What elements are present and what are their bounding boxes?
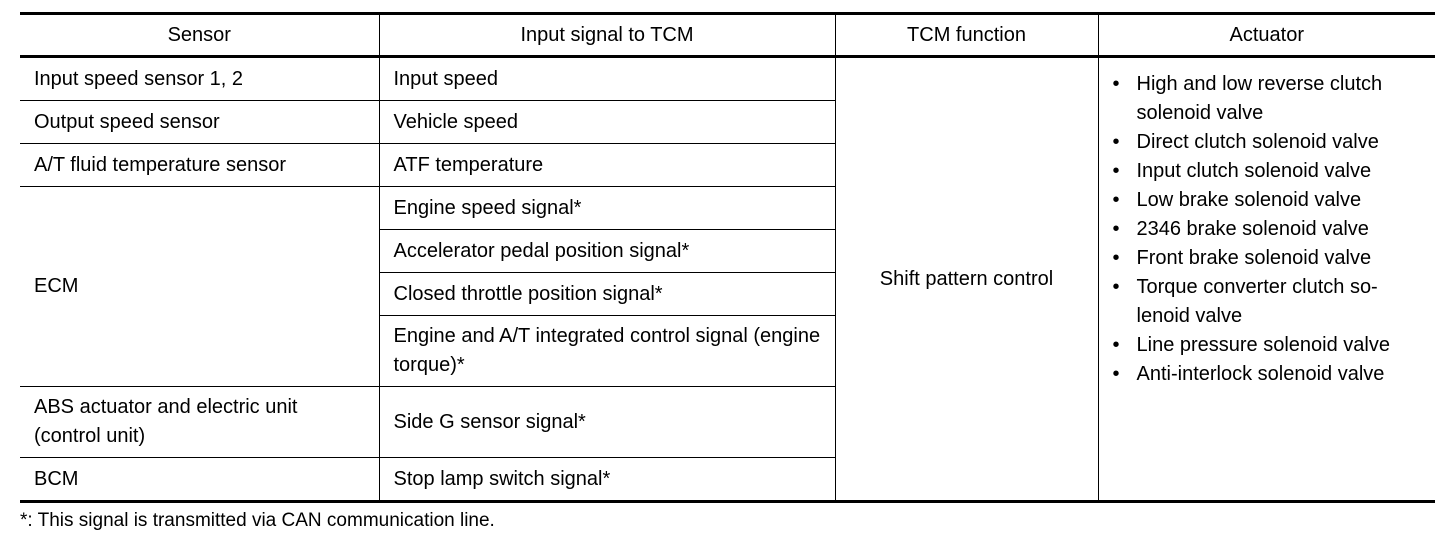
bullet-icon: • <box>1112 73 1120 95</box>
actuator-label: Front brake solenoid valve <box>1136 247 1372 269</box>
bullet-icon: • <box>1112 247 1120 269</box>
bullet-icon: • <box>1112 218 1120 240</box>
sensor-cell: Input speed sensor 1, 2 <box>20 56 380 101</box>
signal-cell: Accelerator pedal position signal* <box>379 229 835 273</box>
header-input-signal: Input signal to TCM <box>378 13 836 58</box>
sensor-cell: Output speed sensor <box>20 100 380 144</box>
actuator-cell: • High and low reverse clutch solenoid va… <box>1097 56 1435 502</box>
actuator-label: Low brake solenoid valve <box>1136 189 1362 211</box>
actuator-list: • High and low reverse clutch solenoid va… <box>1111 70 1426 389</box>
bullet-icon: • <box>1112 189 1120 211</box>
header-actuator: Actuator <box>1097 13 1435 58</box>
list-item: • Line pressure solenoid valve <box>1111 331 1426 360</box>
sensor-signal-table: Sensor Input signal to TCM TCM function … <box>20 12 1435 503</box>
actuator-label: Torque converter clutch so-lenoid valve <box>1136 276 1378 327</box>
signal-cell: Closed throttle position signal* <box>379 272 835 316</box>
list-item: • High and low reverse clutch solenoid va… <box>1111 70 1426 128</box>
list-item: • Direct clutch solenoid valve <box>1111 128 1426 157</box>
signal-cell: Input speed <box>378 56 836 101</box>
table-header-row: Sensor Input signal to TCM TCM function … <box>20 13 1435 58</box>
table-row: Input speed sensor 1, 2 Input speed Shif… <box>20 56 1435 502</box>
signal-cell: Vehicle speed <box>378 100 835 144</box>
list-item: • Input clutch solenoid valve <box>1111 157 1426 186</box>
header-sensor: Sensor <box>20 13 380 58</box>
table-row: BCM Stop lamp switch signal* <box>20 457 1435 502</box>
sensor-cell: A/T fluid temperature sensor <box>20 143 380 187</box>
header-tcm-function: TCM function <box>834 13 1099 58</box>
actuator-label: Direct clutch solenoid valve <box>1136 131 1379 153</box>
table-row: Closed throttle position signal* <box>20 272 1435 316</box>
table-row: Accelerator pedal position signal* <box>20 229 1435 273</box>
table-row: Output speed sensor Vehicle speed <box>20 100 1435 144</box>
actuator-label: High and low reverse clutch solenoid val… <box>1136 73 1383 124</box>
sensor-cell: ECM <box>20 186 380 387</box>
list-item: • Low brake solenoid valve <box>1111 186 1426 215</box>
actuator-label: Input clutch solenoid valve <box>1136 160 1372 182</box>
bullet-icon: • <box>1112 160 1120 182</box>
sensor-cell: BCM <box>20 457 380 502</box>
footnote: *: This signal is transmitted via CAN co… <box>20 510 495 531</box>
signal-cell: Engine and A/T integrated control signal… <box>379 315 835 387</box>
signal-cell: Stop lamp switch signal* <box>378 457 835 502</box>
list-item: • 2346 brake solenoid valve <box>1111 215 1426 244</box>
signal-cell: Engine speed signal* <box>378 186 835 230</box>
tcm-function-cell: Shift pattern control <box>834 56 1099 502</box>
signal-cell: Side G sensor signal* <box>378 386 835 458</box>
bullet-icon: • <box>1112 363 1120 385</box>
signal-cell: ATF temperature <box>378 143 835 187</box>
actuator-label: Line pressure solenoid valve <box>1136 334 1391 356</box>
actuator-label: Anti-interlock solenoid valve <box>1136 363 1385 385</box>
bullet-icon: • <box>1112 131 1120 153</box>
list-item: • Torque converter clutch so-lenoid valve <box>1111 273 1426 331</box>
table-row: Engine and A/T integrated control signal… <box>20 315 1435 387</box>
sensor-cell: ABS actuator and electric unit (control … <box>20 386 380 458</box>
actuator-label: 2346 brake solenoid valve <box>1136 218 1369 240</box>
bullet-icon: • <box>1112 334 1120 356</box>
list-item: • Anti-interlock solenoid valve <box>1111 360 1426 389</box>
table-row: ECM Engine speed signal* <box>20 186 1435 387</box>
bullet-icon: • <box>1112 276 1120 298</box>
list-item: • Front brake solenoid valve <box>1111 244 1426 273</box>
table-row: ABS actuator and electric unit (control … <box>20 386 1435 458</box>
